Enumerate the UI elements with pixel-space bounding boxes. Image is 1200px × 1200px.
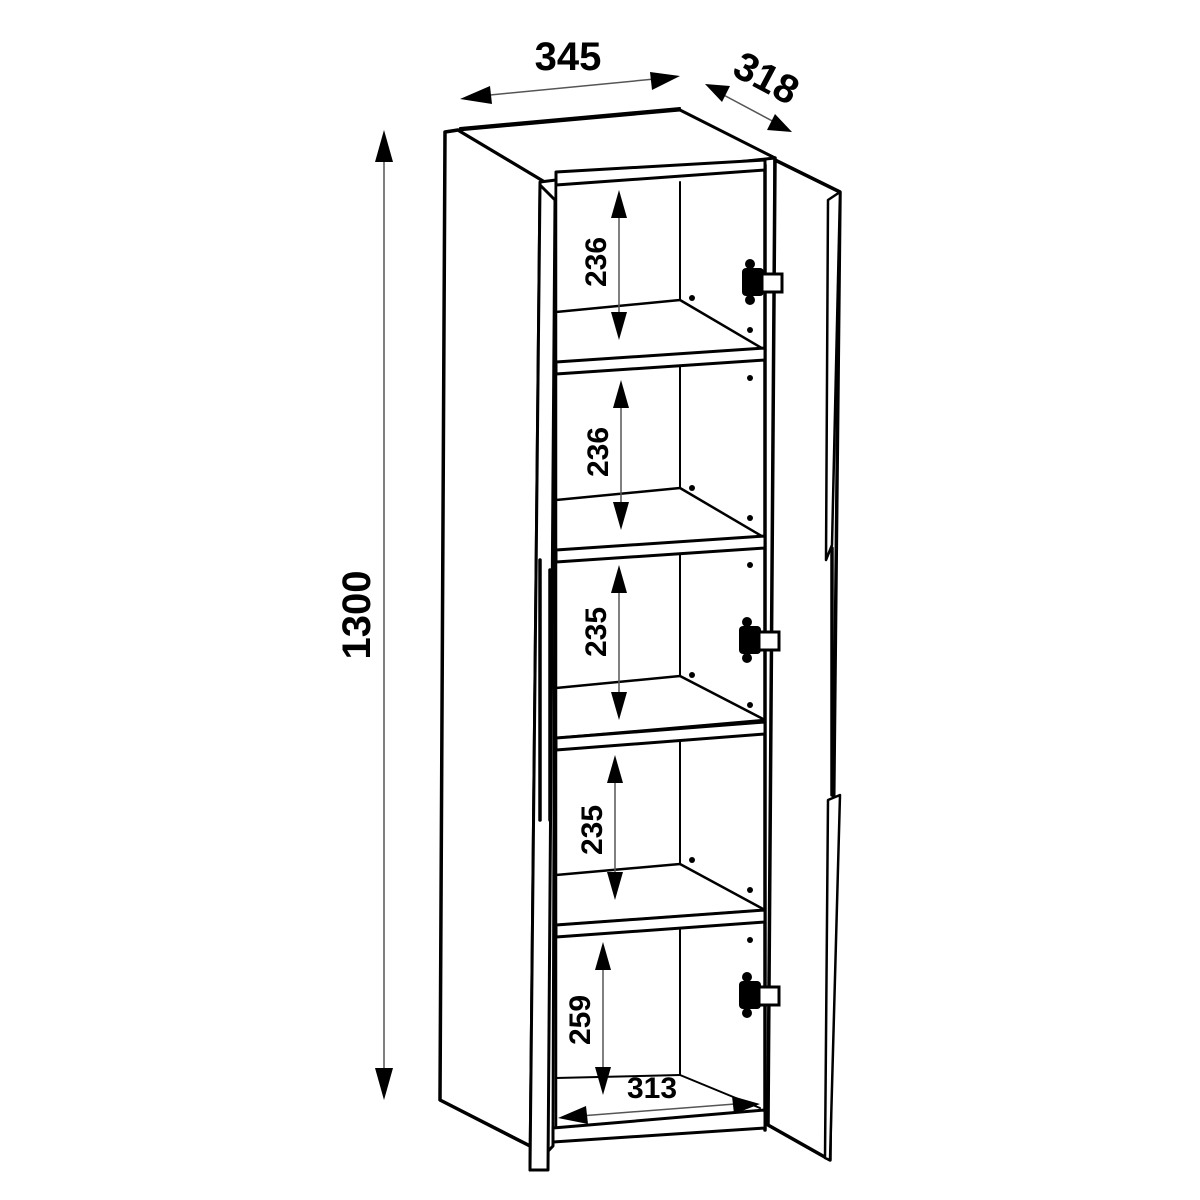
right-door-edge-top	[824, 190, 842, 562]
dimension-width: 345	[460, 35, 680, 104]
shelf-1-label: 236	[580, 237, 613, 287]
dimension-height: 1300	[335, 130, 393, 1100]
shelf-2-label: 236	[582, 427, 615, 477]
left-door-edge	[528, 183, 557, 1172]
hinge-bottom-icon	[739, 972, 781, 1018]
shelf-4-label: 235	[576, 805, 609, 855]
hinge-top-icon	[742, 259, 784, 305]
left-side-panel	[438, 128, 547, 1149]
shelf-3-label: 235	[580, 607, 613, 657]
right-door-edge-bottom	[823, 793, 842, 1162]
dimension-shelf-2: 236	[582, 380, 629, 530]
dimension-shelf-3: 235	[580, 565, 627, 720]
hinge-middle-icon	[739, 617, 781, 663]
shelves	[554, 158, 767, 943]
dimension-shelf-5: 259	[564, 942, 611, 1095]
dimension-depth: 318	[705, 43, 806, 132]
shelf-3	[554, 674, 767, 740]
dimension-shelf-1: 236	[580, 190, 627, 340]
hinges	[739, 259, 784, 1018]
dimension-inner-width: 313	[558, 1072, 760, 1124]
height-label: 1300	[335, 571, 379, 660]
shelf-5-label: 259	[564, 995, 597, 1045]
dimension-shelf-4: 235	[576, 755, 623, 900]
inner-width-label: 313	[627, 1072, 677, 1105]
width-label: 345	[535, 35, 602, 79]
shelf-top	[554, 158, 767, 187]
bottom-panel	[551, 1108, 767, 1144]
